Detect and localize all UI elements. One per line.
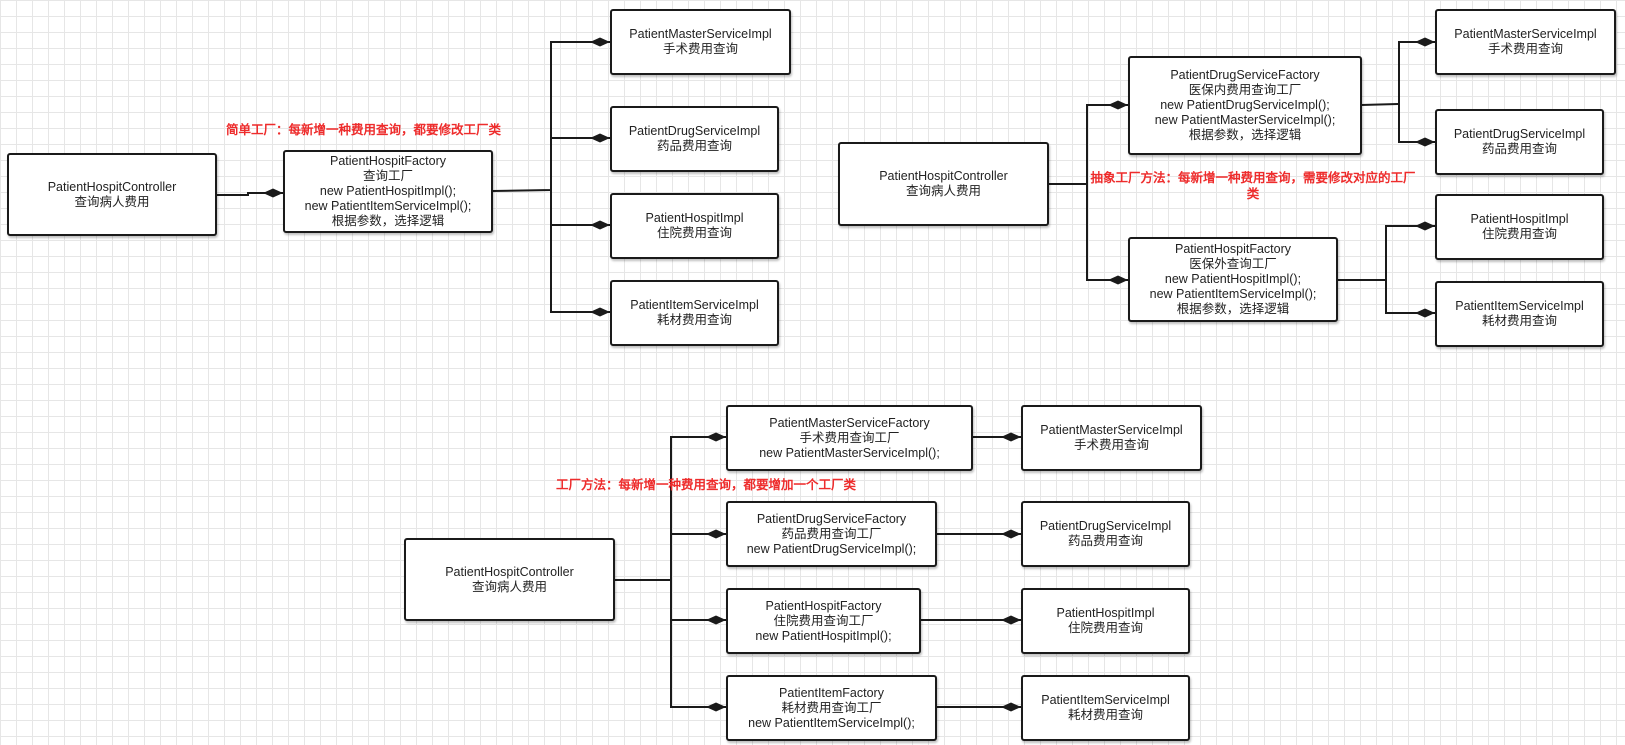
class-desc: 查询工厂 [362, 169, 413, 183]
method-impl-item-box[interactable]: PatientItemServiceImpl 耗材费用查询 [1021, 675, 1190, 741]
simple-impl-item-box[interactable]: PatientItemServiceImpl 耗材费用查询 [610, 280, 779, 346]
connector-simple-impl-4 [550, 225, 610, 317]
class-desc: 手术费用查询工厂 [799, 430, 900, 445]
connector-abstract-in-impl-1 [1360, 37, 1435, 106]
method-factory-hospit-box[interactable]: PatientHospitFactory 住院费用查询工厂 new Patien… [726, 588, 921, 654]
class-name: PatientItemServiceImpl [1041, 693, 1170, 707]
simple-impl-master-box[interactable]: PatientMasterServiceImpl 手术费用查询 [610, 9, 791, 75]
class-desc: 查询病人费用 [74, 194, 150, 209]
class-desc: 药品费用查询 [1067, 534, 1143, 548]
connector-abstract-controller-factory-out [1086, 184, 1128, 285]
connector-abstract-controller-factory-in [1049, 100, 1128, 185]
class-name: PatientHospitFactory [329, 154, 447, 168]
method-controller-box[interactable]: PatientHospitController 查询病人费用 [404, 538, 615, 621]
abstract-impl-master-box[interactable]: PatientMasterServiceImpl 手术费用查询 [1435, 9, 1616, 75]
abstract-impl-drug-box[interactable]: PatientDrugServiceImpl 药品费用查询 [1435, 109, 1604, 175]
class-code: new PatientMasterServiceImpl(); [759, 445, 940, 460]
method-factory-drug-box[interactable]: PatientDrugServiceFactory 药品费用查询工厂 new P… [726, 501, 937, 567]
class-note: 根据参数，选择逻辑 [331, 214, 445, 228]
abstract-controller-box[interactable]: PatientHospitController 查询病人费用 [838, 142, 1049, 226]
note-factory-method: 工厂方法：每新增一种费用查询，都要增加一个工厂类 [556, 478, 857, 492]
class-name: PatientMasterServiceFactory [769, 415, 930, 430]
class-desc: 查询病人费用 [905, 184, 981, 198]
abstract-impl-hospit-box[interactable]: PatientHospitImpl 住院费用查询 [1435, 194, 1604, 260]
class-name: PatientHospitController [47, 179, 177, 194]
class-desc: 耗材费用查询 [1481, 314, 1557, 328]
abstract-factory-in-box[interactable]: PatientDrugServiceFactory 医保内费用查询工厂 new … [1128, 56, 1362, 155]
class-desc: 手术费用查询 [1487, 42, 1563, 56]
class-desc: 医保内费用查询工厂 [1188, 83, 1302, 97]
note-abstract-factory: 抽象工厂方法：每新增一种费用查询，需要修改对应的工厂类 [1090, 171, 1416, 201]
class-name: PatientDrugServiceFactory [756, 511, 907, 526]
note-simple-factory: 简单工厂：每新增一种费用查询，都要修改工厂类 [226, 123, 502, 137]
class-name: PatientMasterServiceImpl [1040, 423, 1183, 437]
connector-abstract-in-impl-2 [1398, 104, 1435, 147]
class-desc: 药品费用查询 [1481, 142, 1557, 156]
method-impl-hospit-box[interactable]: PatientHospitImpl 住院费用查询 [1021, 588, 1190, 654]
class-name: PatientItemFactory [779, 685, 884, 700]
class-name: PatientHospitImpl [645, 211, 744, 225]
class-name: PatientHospitImpl [1470, 212, 1569, 226]
class-name: PatientDrugServiceImpl [1453, 127, 1586, 141]
class-name: PatientItemServiceImpl [630, 298, 759, 312]
class-desc: 药品费用查询 [656, 139, 732, 153]
class-name: PatientDrugServiceFactory [1170, 68, 1320, 82]
abstract-factory-out-box[interactable]: PatientHospitFactory 医保外查询工厂 new Patient… [1128, 237, 1338, 322]
class-name: PatientDrugServiceImpl [628, 124, 761, 138]
class-name: PatientDrugServiceImpl [1039, 519, 1172, 533]
method-factory-master-box[interactable]: PatientMasterServiceFactory 手术费用查询工厂 new… [726, 405, 973, 471]
simple-impl-hospit-box[interactable]: PatientHospitImpl 住院费用查询 [610, 193, 779, 259]
class-name: PatientMasterServiceImpl [629, 27, 772, 41]
connector-method-factory-2 [670, 500, 726, 539]
class-desc: 医保外查询工厂 [1189, 257, 1277, 271]
simple-impl-drug-box[interactable]: PatientDrugServiceImpl 药品费用查询 [610, 106, 779, 172]
class-code: new PatientItemServiceImpl(); [748, 715, 915, 730]
class-name: PatientMasterServiceImpl [1454, 27, 1597, 41]
connector-method-factory-4 [670, 620, 726, 712]
connector-simple-controller-factory [217, 188, 283, 198]
class-desc: 药品费用查询工厂 [781, 526, 882, 541]
class-desc: 住院费用查询工厂 [773, 613, 874, 628]
class-name: PatientHospitController [445, 564, 574, 579]
class-code: new PatientHospitImpl(); [319, 184, 457, 198]
simple-factory-box[interactable]: PatientHospitFactory 查询工厂 new PatientHos… [283, 150, 493, 233]
class-name: PatientHospitImpl [1056, 606, 1155, 620]
class-code: new PatientItemServiceImpl(); [1149, 287, 1317, 301]
class-desc: 手术费用查询 [662, 42, 738, 56]
connector-simple-impl-2 [550, 100, 610, 143]
connector-abstract-out-impl-4 [1385, 280, 1435, 318]
class-desc: 耗材费用查询 [1067, 708, 1143, 722]
class-code: new PatientItemServiceImpl(); [304, 199, 472, 213]
method-impl-drug-box[interactable]: PatientDrugServiceImpl 药品费用查询 [1021, 501, 1190, 567]
class-name: PatientHospitFactory [1174, 242, 1292, 256]
class-desc: 住院费用查询 [656, 226, 732, 240]
class-name: PatientHospitFactory [765, 598, 882, 613]
class-desc: 住院费用查询 [1481, 227, 1557, 241]
method-factory-item-box[interactable]: PatientItemFactory 耗材费用查询工厂 new PatientI… [726, 675, 937, 741]
class-code: new PatientHospitImpl(); [1164, 272, 1302, 286]
class-desc: 耗材费用查询工厂 [781, 700, 882, 715]
class-code: new PatientMasterServiceImpl(); [1154, 113, 1336, 127]
class-desc: 手术费用查询 [1073, 438, 1149, 452]
class-desc: 耗材费用查询 [656, 313, 732, 327]
class-name: PatientHospitController [879, 169, 1008, 183]
class-code: new PatientDrugServiceImpl(); [746, 541, 917, 556]
class-note: 根据参数，选择逻辑 [1176, 302, 1290, 316]
method-impl-master-box[interactable]: PatientMasterServiceImpl 手术费用查询 [1021, 405, 1202, 471]
connector-abstract-out-impl-3 [1337, 221, 1435, 281]
class-code: new PatientDrugServiceImpl(); [1160, 98, 1330, 112]
class-name: PatientItemServiceImpl [1455, 299, 1584, 313]
class-note: 根据参数，选择逻辑 [1188, 128, 1302, 142]
connector-simple-impl-3 [550, 190, 610, 230]
connector-method-factory-3 [670, 580, 726, 625]
class-desc: 查询病人费用 [471, 579, 547, 594]
simple-controller-box[interactable]: PatientHospitController 查询病人费用 [7, 153, 217, 236]
abstract-impl-item-box[interactable]: PatientItemServiceImpl 耗材费用查询 [1435, 281, 1604, 347]
class-code: new PatientHospitImpl(); [755, 628, 892, 643]
class-desc: 住院费用查询 [1067, 621, 1143, 635]
